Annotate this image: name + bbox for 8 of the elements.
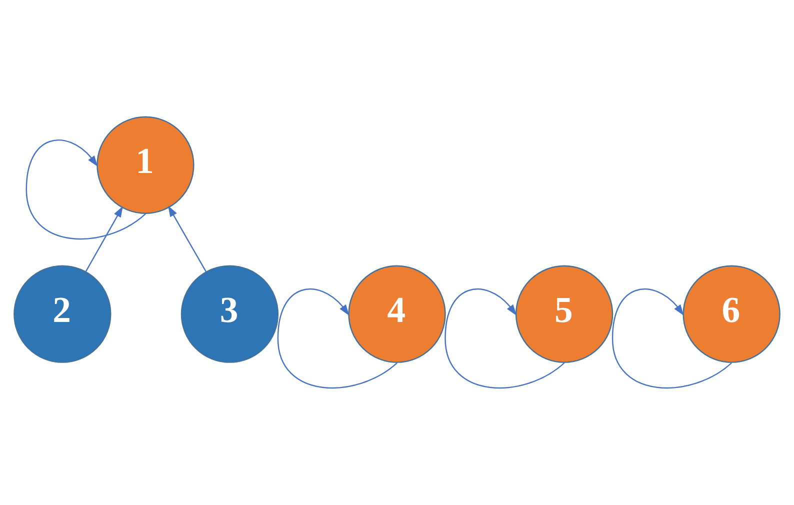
node-circle: 3	[180, 265, 279, 363]
node-circle: 2	[14, 265, 112, 363]
arrow	[168, 206, 207, 272]
node-circle: 6	[682, 265, 780, 363]
node-circle: 1	[96, 116, 194, 214]
node-circle: 4	[348, 265, 446, 363]
node-circle: 5	[515, 265, 614, 363]
arrow	[85, 206, 123, 272]
